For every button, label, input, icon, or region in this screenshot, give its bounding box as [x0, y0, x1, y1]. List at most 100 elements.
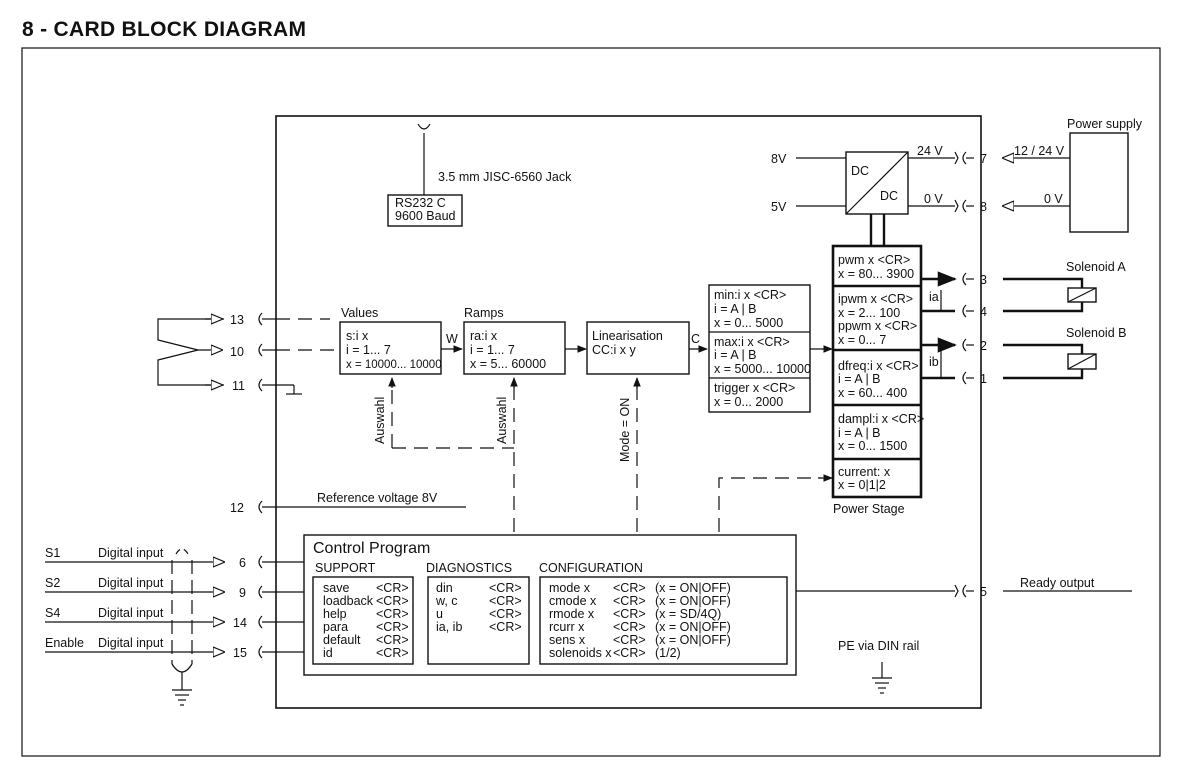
svg-text:x = 5000... 10000: x = 5000... 10000 [714, 362, 811, 376]
svg-text:12: 12 [230, 501, 244, 515]
svg-text:para: para [323, 620, 348, 634]
ramps-block: Ramps ra:i x i = 1... 7 x = 5... 60000 [463, 306, 587, 375]
power-supply: Power supply 12 / 24 V 0 V [1003, 117, 1143, 233]
outer-frame [21, 47, 1161, 757]
svg-text:solenoids x: solenoids x [549, 646, 612, 660]
svg-text:ia: ia [929, 290, 939, 304]
svg-text:x = 2... 100: x = 2... 100 [838, 306, 900, 320]
svg-text:u: u [436, 607, 443, 621]
power-supply-label: Power supply [1067, 117, 1143, 131]
svg-text:S1: S1 [45, 546, 60, 560]
svg-text:i = 1... 7: i = 1... 7 [470, 343, 515, 357]
svg-text:id: id [323, 646, 333, 660]
svg-text:cmode x: cmode x [549, 594, 597, 608]
card-frame [275, 115, 982, 709]
values-block: Values s:i x i = 1... 7 x = 10000... 100… [339, 306, 463, 375]
svg-text:Digital input: Digital input [98, 606, 164, 620]
power-pins: 7 8 [954, 151, 987, 214]
svg-text:10: 10 [230, 345, 244, 359]
svg-text:W: W [446, 332, 458, 346]
svg-text:<CR>: <CR> [613, 581, 646, 595]
configuration-command-list: mode x <CR> (x = ON|OFF) cmode x <CR> (x… [549, 581, 731, 660]
svg-text:i = A | B: i = A | B [838, 426, 881, 440]
svg-text:RS232 C: RS232 C [395, 196, 446, 210]
svg-text:2: 2 [980, 339, 987, 353]
svg-text:6: 6 [239, 556, 246, 570]
svg-text:x = 0... 1500: x = 0... 1500 [838, 439, 907, 453]
min-max-block: min:i x <CR> i = A | B x = 0... 5000 max… [708, 284, 833, 413]
svg-text:SUPPORT: SUPPORT [315, 561, 376, 575]
svg-text:<CR>: <CR> [376, 594, 409, 608]
svg-text:5: 5 [980, 585, 987, 599]
svg-text:12 / 24 V: 12 / 24 V [1014, 144, 1065, 158]
svg-text:9: 9 [239, 586, 246, 600]
digital-input-s2: S2 Digital input 9 [45, 576, 304, 600]
diagnostics-command-list: din <CR> w, c <CR> u <CR> ia, ib <CR> [435, 581, 522, 634]
svg-text:i = A | B: i = A | B [714, 302, 757, 316]
svg-text:<CR>: <CR> [376, 607, 409, 621]
svg-text:Digital input: Digital input [98, 546, 164, 560]
page-title: 8 - CARD BLOCK DIAGRAM [22, 18, 307, 41]
svg-text:ra:i x: ra:i x [470, 329, 498, 343]
svg-text:<CR>: <CR> [489, 620, 522, 634]
control-program-block: Control Program SUPPORT save <CR> loadba… [303, 534, 797, 676]
svg-text:sens x: sens x [549, 633, 586, 647]
pe-ground-icon: PE via DIN rail [838, 639, 919, 694]
svg-text:(x = ON|OFF): (x = ON|OFF) [655, 581, 731, 595]
svg-text:11: 11 [232, 379, 245, 393]
svg-text:Enable: Enable [45, 636, 84, 650]
svg-text:pwm x <CR>: pwm x <CR> [838, 253, 910, 267]
svg-text:<CR>: <CR> [376, 646, 409, 660]
svg-text:<CR>: <CR> [376, 620, 409, 634]
svg-text:Solenoid A: Solenoid A [1066, 260, 1126, 274]
svg-text:rmode x: rmode x [549, 607, 595, 621]
svg-text:1: 1 [980, 372, 987, 386]
svg-text:15: 15 [233, 646, 247, 660]
svg-text:dfreq:i x <CR>: dfreq:i x <CR> [838, 359, 919, 373]
svg-text:Digital input: Digital input [98, 636, 164, 650]
svg-text:x = 0... 7: x = 0... 7 [838, 333, 886, 347]
svg-text:<CR>: <CR> [613, 646, 646, 660]
digital-inputs: S1 Digital input 6 S2 Digital input 9 S4… [45, 546, 304, 706]
svg-text:x = 80... 3900: x = 80... 3900 [838, 267, 914, 281]
svg-text:w, c: w, c [435, 594, 458, 608]
svg-text:S4: S4 [45, 606, 60, 620]
svg-text:Digital input: Digital input [98, 576, 164, 590]
svg-text:(x = SD/4Q): (x = SD/4Q) [655, 607, 721, 621]
svg-text:3: 3 [980, 273, 987, 287]
power-stage-label: Power Stage [833, 502, 905, 516]
svg-text:min:i x <CR>: min:i x <CR> [714, 288, 786, 302]
svg-text:<CR>: <CR> [489, 607, 522, 621]
svg-text:ipwm x <CR>: ipwm x <CR> [838, 292, 913, 306]
svg-text:CONFIGURATION: CONFIGURATION [539, 561, 643, 575]
svg-text:Ready output: Ready output [1020, 576, 1095, 590]
svg-text:<CR>: <CR> [489, 581, 522, 595]
svg-text:C: C [691, 332, 700, 346]
selection-lines: Auswahl Auswahl Mode = ON [373, 377, 833, 532]
svg-text:CC:i x y: CC:i x y [592, 343, 637, 357]
svg-text:Linearisation: Linearisation [592, 329, 663, 343]
svg-text:Mode = ON: Mode = ON [618, 398, 632, 462]
svg-text:(x = ON|OFF): (x = ON|OFF) [655, 620, 731, 634]
control-program-title: Control Program [313, 540, 430, 557]
svg-text:7: 7 [980, 152, 987, 166]
svg-text:DIAGNOSTICS: DIAGNOSTICS [426, 561, 512, 575]
svg-text:default: default [323, 633, 361, 647]
jack-label: 3.5 mm JISC-6560 Jack [438, 170, 572, 184]
svg-text:8: 8 [980, 200, 987, 214]
svg-text:x = 0|1|2: x = 0|1|2 [838, 478, 886, 492]
svg-text:i = 1... 7: i = 1... 7 [346, 343, 391, 357]
support-command-list: save <CR> loadback <CR> help <CR> para <… [323, 581, 409, 660]
svg-text:mode x: mode x [549, 581, 591, 595]
power-stage-block: pwm x <CR> x = 80... 3900 ipwm x <CR> x … [831, 244, 924, 516]
svg-text:<CR>: <CR> [613, 633, 646, 647]
svg-text:ib: ib [929, 355, 939, 369]
svg-text:Auswahl: Auswahl [495, 397, 509, 444]
svg-text:<CR>: <CR> [613, 620, 646, 634]
reference-voltage: 12 Reference voltage 8V [230, 491, 466, 515]
rs232-jack: 3.5 mm JISC-6560 Jack RS232 C 9600 Baud [387, 123, 572, 227]
svg-text:14: 14 [233, 616, 247, 630]
svg-text:0 V: 0 V [1044, 192, 1063, 206]
svg-text:s:i x: s:i x [346, 329, 369, 343]
